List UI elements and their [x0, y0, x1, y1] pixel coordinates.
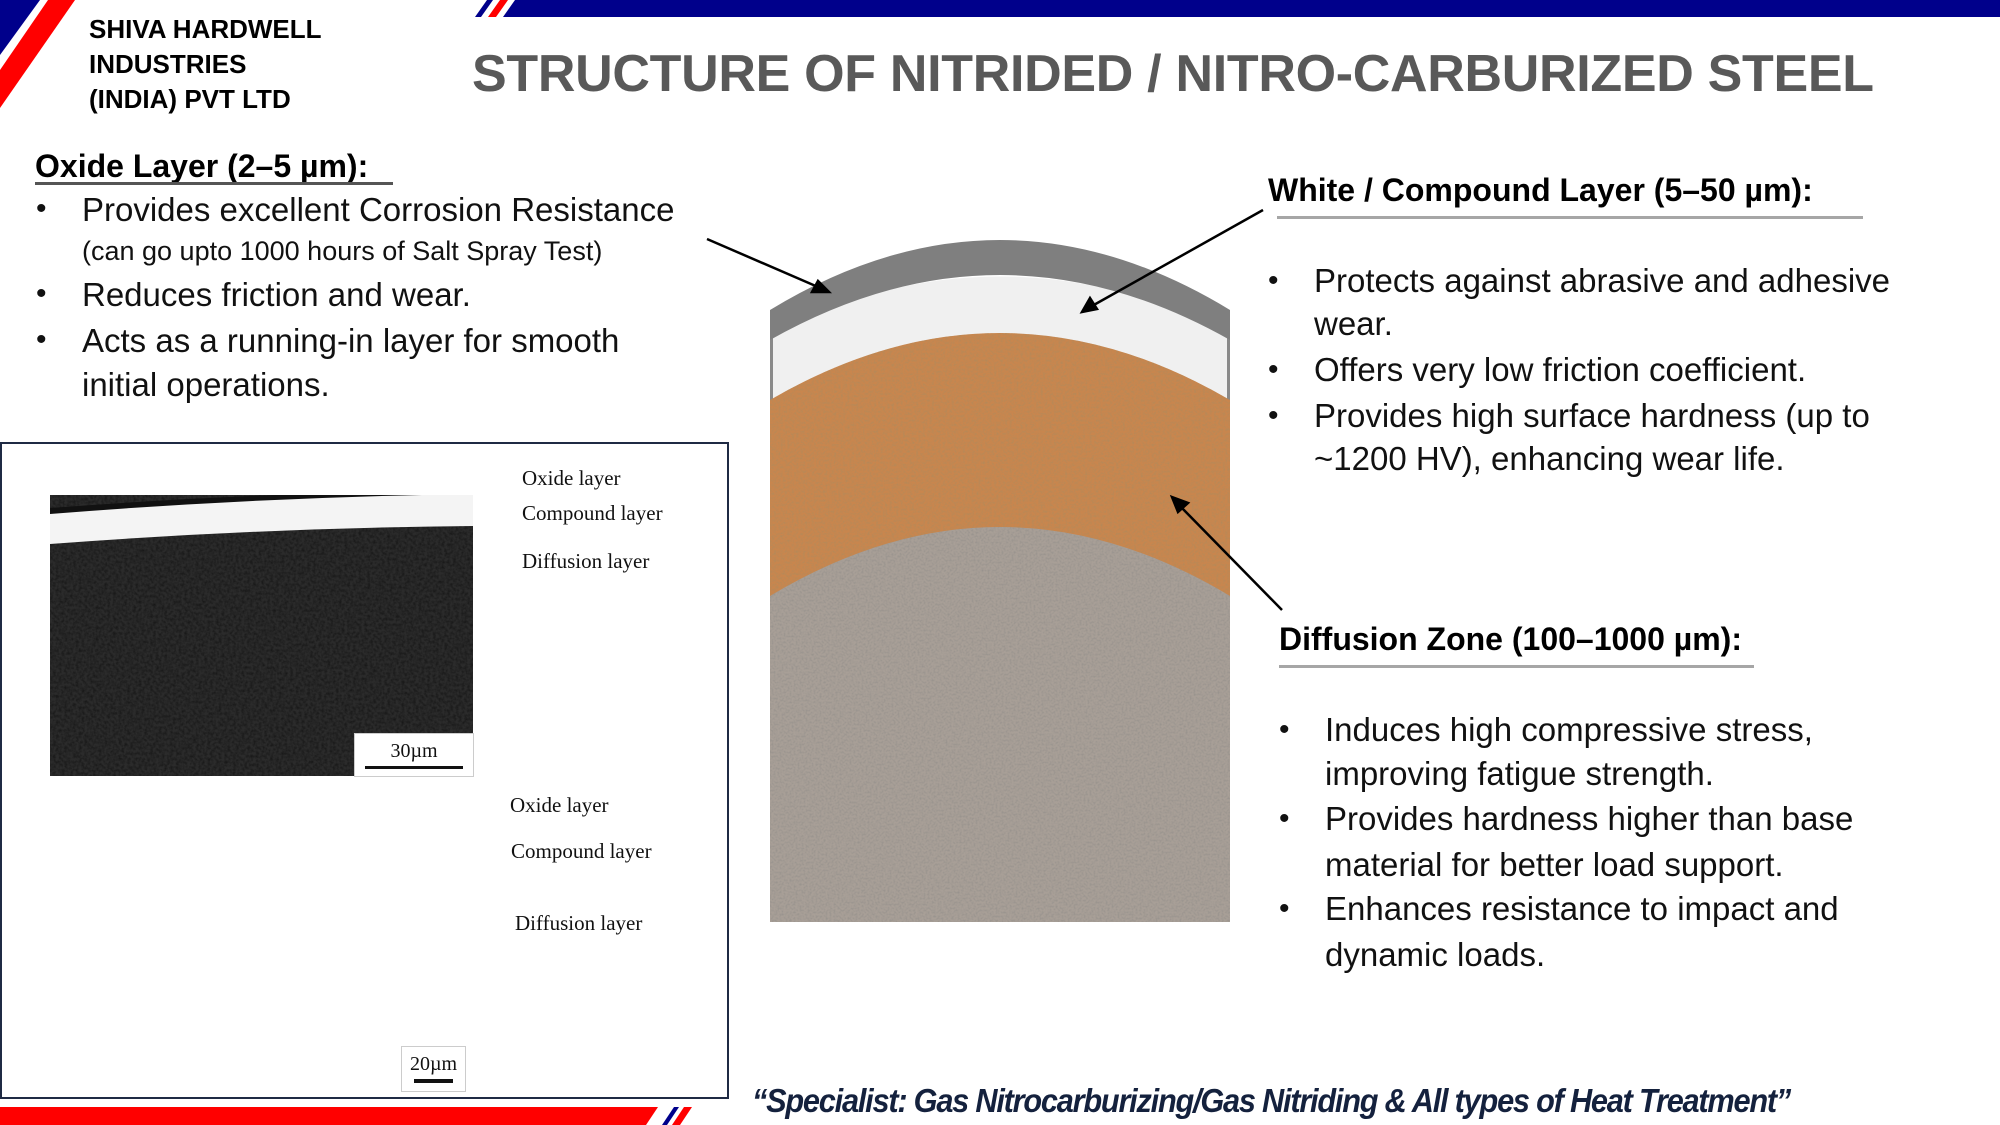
layer-structure-diagram: [770, 240, 1230, 922]
bullet-icon: •: [1268, 399, 1279, 432]
oxide-bullet-2: Reduces friction and wear.: [82, 276, 471, 313]
micrograph-top-label-diffusion: Diffusion layer: [522, 549, 650, 573]
brand-bar-bottom: [0, 1107, 692, 1125]
micrograph-bottom-label-oxide: Oxide layer: [510, 793, 609, 817]
diffusion-bullet-2-line1: Provides hardness higher than base: [1325, 800, 1854, 837]
oxide-bullet-1: Provides excellent Corrosion Resistance: [82, 191, 675, 228]
compound-bullet-3-line1: Provides high surface hardness (up to: [1314, 397, 1870, 434]
bullet-icon: •: [1279, 802, 1290, 835]
compound-bullet-3-line2: ~1200 HV), enhancing wear life.: [1314, 440, 1785, 477]
micrograph-top-scale-bar: 30µm: [354, 733, 474, 777]
page-title: STRUCTURE OF NITRIDED / NITRO-CARBURIZED…: [472, 45, 1874, 103]
micrograph-top-label-compound: Compound layer: [522, 501, 663, 525]
oxide-heading-underline: [35, 182, 393, 185]
micrograph-top-label-oxide: Oxide layer: [522, 466, 621, 490]
bullet-icon: •: [36, 323, 47, 356]
compound-bullet-1-line2: wear.: [1314, 305, 1393, 342]
compound-bullet-1-line1: Protects against abrasive and adhesive: [1314, 262, 1891, 299]
bullet-icon: •: [36, 192, 47, 225]
bullet-icon: •: [36, 277, 47, 310]
company-name-line: INDUSTRIES: [89, 49, 247, 79]
micrograph-bottom-label-diffusion: Diffusion layer: [515, 911, 643, 935]
compound-heading-underline: [1277, 216, 1863, 219]
scale-bar-line: [365, 766, 463, 769]
bullet-icon: •: [1279, 892, 1290, 925]
bullet-icon: •: [1268, 353, 1279, 386]
scale-label: 30µm: [390, 740, 438, 762]
diffusion-bullet-3-line1: Enhances resistance to impact and: [1325, 890, 1839, 927]
specialist-tagline: “Specialist: Gas Nitrocarburizing/Gas Ni…: [752, 1082, 1791, 1119]
brand-bar-top: [475, 0, 2000, 17]
diffusion-heading: Diffusion Zone (100–1000 µm):: [1279, 621, 1742, 657]
micrograph-panel: Oxide layer Compound layer Diffusion lay…: [0, 442, 729, 1099]
diffusion-bullet-2-line2: material for better load support.: [1325, 846, 1784, 883]
company-name: SHIVA HARDWELL INDUSTRIES (INDIA) PVT LT…: [89, 12, 322, 117]
scale-bar-line: [414, 1079, 453, 1083]
company-name-line: SHIVA HARDWELL: [89, 14, 322, 44]
brand-stripes-top-left: [0, 0, 75, 108]
bullet-icon: •: [1279, 713, 1290, 746]
compound-heading: White / Compound Layer (5–50 µm):: [1268, 172, 1813, 208]
oxide-bullet-1-note: (can go upto 1000 hours of Salt Spray Te…: [82, 236, 603, 266]
micrograph-bottom-label-compound: Compound layer: [511, 839, 652, 863]
micrograph-top: [50, 489, 473, 776]
oxide-bullet-3-line2: initial operations.: [82, 366, 330, 403]
micrograph-bottom-scale-bar: 20µm: [401, 1046, 466, 1092]
diffusion-bullet-1-line1: Induces high compressive stress,: [1325, 711, 1813, 748]
compound-bullet-2: Offers very low friction coefficient.: [1314, 351, 1807, 388]
core-material-shape: [770, 527, 1230, 922]
diffusion-heading-underline: [1279, 665, 1754, 668]
oxide-heading: Oxide Layer (2–5 µm):: [35, 148, 369, 184]
scale-label: 20µm: [409, 1053, 458, 1075]
bullet-icon: •: [1268, 264, 1279, 297]
micrograph-images: [50, 489, 473, 776]
diffusion-bullet-1-line2: improving fatigue strength.: [1325, 755, 1714, 792]
company-name-line: (INDIA) PVT LTD: [89, 84, 291, 114]
diffusion-bullet-3-line2: dynamic loads.: [1325, 936, 1546, 973]
oxide-bullet-3-line1: Acts as a running-in layer for smooth: [82, 322, 620, 359]
